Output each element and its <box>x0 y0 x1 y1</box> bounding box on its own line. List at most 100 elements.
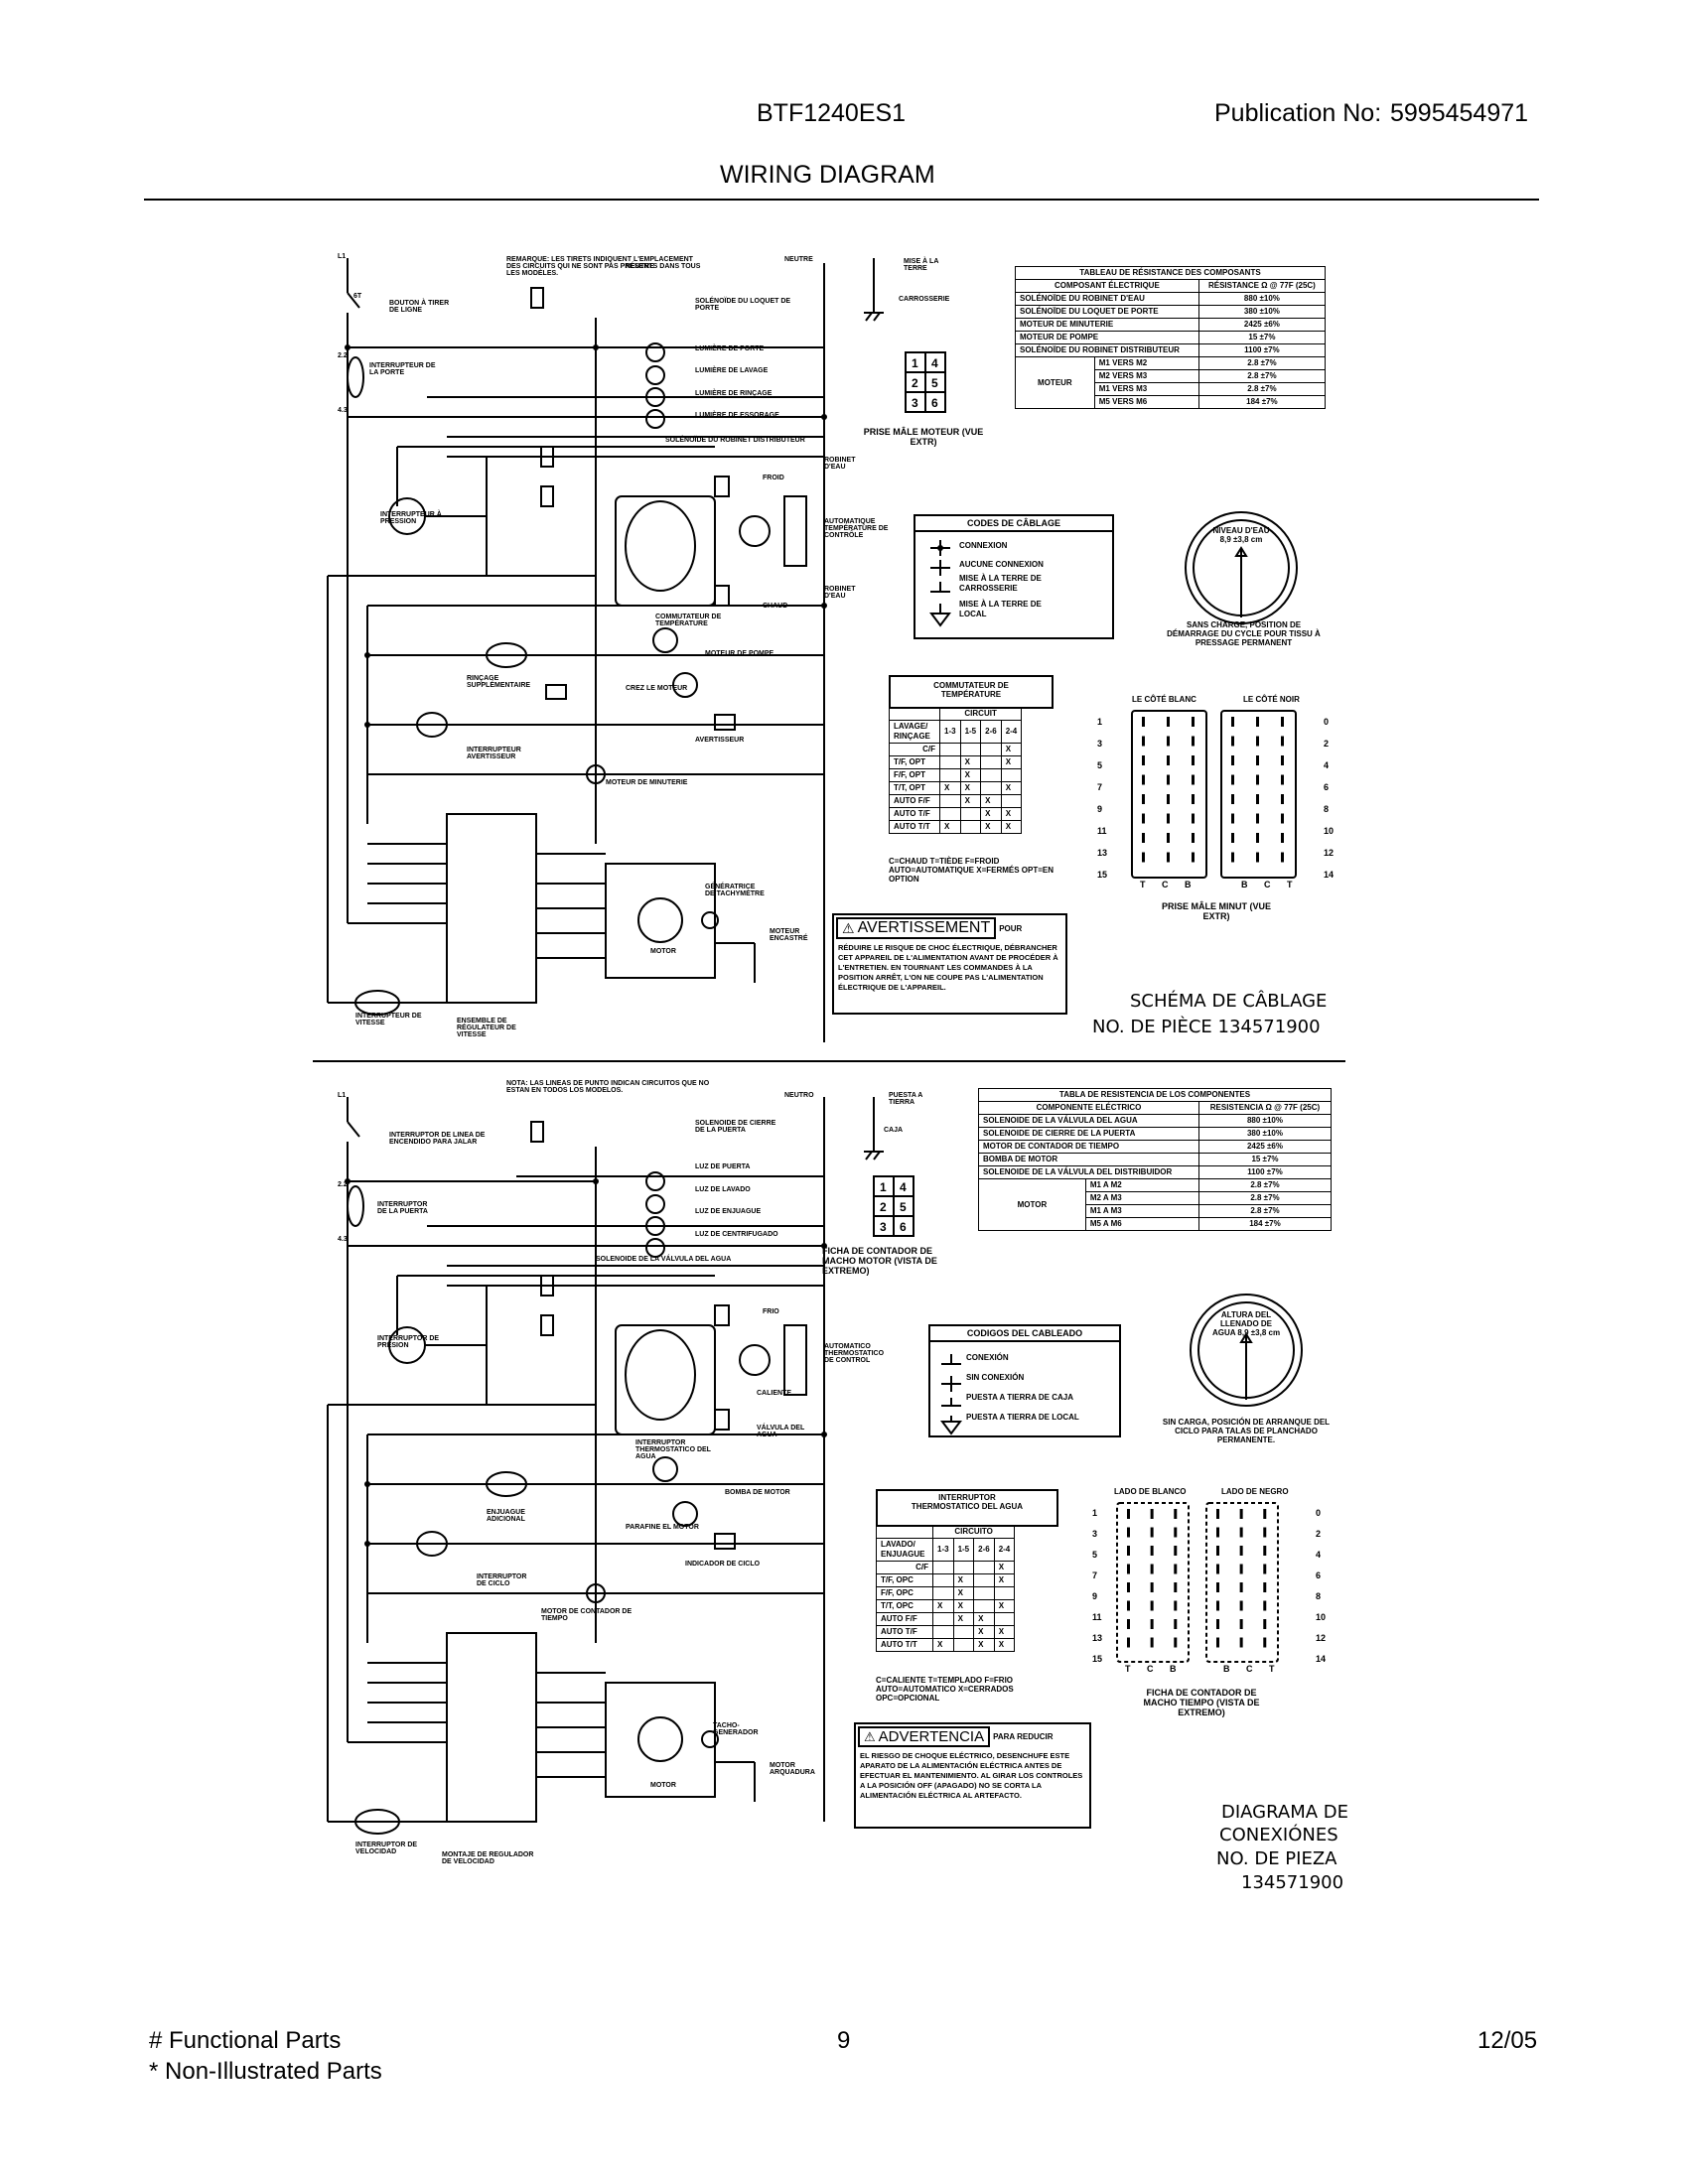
plug-letter: C <box>1147 1664 1154 1674</box>
table-cell: X <box>973 1612 995 1626</box>
fr-carrosserie: CARROSSERIE <box>899 296 950 303</box>
table-cell: X <box>952 1612 975 1626</box>
table-cell: SOLÉNOÏDE DU ROBINET D'EAU <box>1015 292 1199 306</box>
fr-temp-table-title: COMMUTATEUR DE TEMPÉRATURE <box>889 675 1054 709</box>
plug-pin <box>1239 1509 1243 1519</box>
table-cell: 1-5 <box>959 720 982 744</box>
plug-pin <box>1281 717 1284 727</box>
es-dispenser: SOLENOIDE DE LA VÁLVULA DEL AGUA <box>596 1256 732 1263</box>
plug-pin <box>1216 1582 1219 1592</box>
plug-pin <box>1167 852 1170 863</box>
plug-pin <box>1231 755 1234 765</box>
svg-text:3: 3 <box>880 1220 887 1234</box>
es-temp-table-title: INTERRUPTOR THERMOSTATICO DEL AGUA <box>876 1489 1058 1527</box>
table-cell: SOLÉNOÏDE DU ROBINET DISTRIBUTEUR <box>1015 343 1199 357</box>
plug-num: 5 <box>1097 760 1103 770</box>
table-cell: SOLÉNOÏDE DU LOQUET DE PORTE <box>1015 305 1199 319</box>
plug-pin <box>1142 794 1145 804</box>
plug-num: 15 <box>1097 870 1108 880</box>
plug-pin <box>1256 774 1259 785</box>
svg-text:5: 5 <box>931 376 938 390</box>
plug-pin <box>1192 813 1195 824</box>
plug-pin <box>1231 852 1234 863</box>
plug-pin <box>1216 1637 1219 1648</box>
table-cell <box>973 1573 995 1587</box>
table-cell: X <box>993 1573 1016 1587</box>
table-cell: M1 VERS M3 <box>1093 382 1199 396</box>
plug-pin <box>1150 1637 1154 1648</box>
es-wash-light: LUZ DE LAVADO <box>695 1186 751 1193</box>
fr-temp-switch: COMMUTATEUR DE TEMPÉRATURE <box>655 614 722 627</box>
plug-num: 14 <box>1324 870 1335 880</box>
es-black-side: LADO DE NEGRO <box>1221 1487 1289 1496</box>
es-schema-line4: 134571900 <box>1241 1872 1344 1893</box>
es-speed-assy: MONTAJE DE REGULADOR DE VELOCIDAD <box>442 1851 534 1865</box>
plug-pin <box>1281 794 1284 804</box>
fr-code-no-connection: AUCUNE CONNEXION <box>959 560 1044 569</box>
plug-pin <box>1150 1527 1154 1538</box>
fr-motor-label: MOTOR <box>650 948 676 955</box>
table-cell <box>932 1586 954 1600</box>
table-cell <box>939 768 961 782</box>
plug-pin <box>1281 833 1284 843</box>
plug-letter: B <box>1185 880 1192 889</box>
fr-rt-col2: RÉSISTANCE Ω @ 77F (25C) <box>1197 279 1327 293</box>
table-cell: MOTOR DE CONTADOR DE TIEMPO <box>978 1140 1199 1154</box>
es-codes-title: CODIGOS DEL CABLEADO <box>930 1326 1119 1342</box>
table-cell: X <box>1000 755 1023 769</box>
fr-drive-motor: MOTEUR ENCASTRÉ <box>770 928 808 942</box>
plug-pin <box>1142 852 1145 863</box>
fr-auto-temp: AUTOMATIQUE TEMPÉRATURE DE CONTRÔLE <box>824 518 889 539</box>
table-cell: 880 ±10% <box>1197 1114 1333 1128</box>
publication-label: Publication No: <box>1214 99 1382 127</box>
fr-temp-title: COMMUTATEUR DE TEMPÉRATURE <box>933 681 1009 699</box>
table-cell <box>952 1638 975 1652</box>
plug-num: 4 <box>1316 1550 1322 1560</box>
table-cell: T/F, OPC <box>876 1573 933 1587</box>
plug-pin <box>1231 813 1234 824</box>
plug-pin <box>1263 1527 1267 1538</box>
fr-wash-light: LUMIÈRE DE LAVAGE <box>695 367 769 374</box>
plug-pin <box>1150 1509 1154 1519</box>
es-timer-plug <box>1116 1502 1279 1663</box>
table-cell: 2.8 ±7% <box>1197 1191 1333 1205</box>
table-cell: 184 ±7% <box>1197 1217 1333 1231</box>
table-cell <box>973 1561 995 1574</box>
plug-pin <box>1150 1546 1154 1556</box>
es-water-caption: SIN CARGA, POSICIÓN DE ARRANQUE DEL CICL… <box>1162 1418 1331 1444</box>
table-cell: AUTO T/T <box>876 1638 933 1652</box>
page-title: WIRING DIAGRAM <box>720 161 935 189</box>
plug-pin <box>1192 755 1195 765</box>
fr-rinse-light: LUMIÈRE DE RINÇAGE <box>695 390 773 397</box>
plug-pin <box>1256 852 1259 863</box>
plug-pin <box>1127 1600 1130 1611</box>
table-cell: LAVADO/ ENJUAGUE <box>876 1538 933 1562</box>
table-cell: X <box>980 807 1002 821</box>
plug-num: 8 <box>1324 804 1330 814</box>
fr-timer-motor: MOTEUR DE MINUTERIE <box>606 779 688 786</box>
es-drive-motor: MOTOR ARQUADURA <box>770 1762 815 1776</box>
plug-pin <box>1263 1546 1267 1556</box>
table-cell: M1 A M2 <box>1084 1178 1199 1192</box>
plug-num: 6 <box>1316 1570 1322 1580</box>
plug-pin <box>1174 1600 1178 1611</box>
plug-num: 8 <box>1316 1591 1322 1601</box>
plug-letter: T <box>1140 880 1146 889</box>
svg-text:L1: L1 <box>338 1092 346 1099</box>
es-rt-title: TABLA DE RESISTENCIA DE LOS COMPONENTES <box>978 1088 1332 1102</box>
fr-codes-box: CODES DE CÂBLAGE CONNEXION AUCUNE CONNEX… <box>914 514 1114 639</box>
table-cell <box>939 743 961 756</box>
plug-pin <box>1174 1637 1178 1648</box>
es-signal-switch: INTERRUPTOR DE CICLO <box>477 1573 527 1587</box>
revision-date: 12/05 <box>1477 2027 1538 2054</box>
fr-plug-bottom-right: B C T <box>1241 880 1293 889</box>
fr-cold: FROID <box>763 475 784 481</box>
es-neutral: NEUTRO <box>784 1092 814 1099</box>
svg-text:6: 6 <box>900 1220 907 1234</box>
plug-pin <box>1263 1509 1267 1519</box>
table-cell <box>939 755 961 769</box>
fr-codes-symbols <box>929 540 951 627</box>
plug-letter: B <box>1170 1664 1177 1674</box>
